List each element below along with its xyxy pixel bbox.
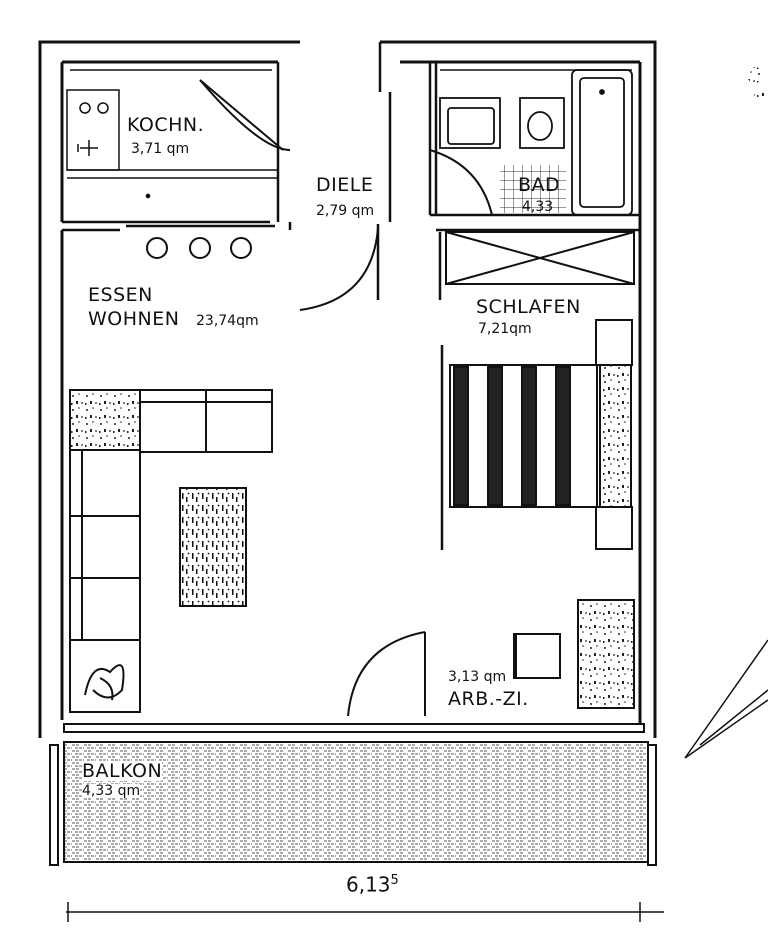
kitchen-counter: [66, 89, 278, 199]
diele-area: 2,79 qm: [316, 203, 375, 219]
door-wohnen: [299, 227, 379, 311]
width-dimension: 6,135: [346, 874, 399, 895]
essen-label: ESSEN: [88, 284, 153, 306]
dimension-line: [66, 902, 664, 922]
door-bad: [429, 149, 493, 216]
arbeit-area: 3,13 qm: [448, 669, 507, 685]
schlafen-area: 7,21qm: [478, 321, 532, 337]
kitchen-area: 3,71 qm: [131, 141, 190, 157]
balcony: [49, 723, 657, 866]
wohnen-area: 23,74qm: [196, 313, 259, 329]
door-diele: [199, 79, 291, 151]
north-arrow: [684, 639, 768, 759]
wardrobe: [445, 231, 635, 285]
width-superscript: 5: [390, 873, 399, 888]
wohnen-label: WOHNEN: [88, 308, 180, 330]
coffee-table: [179, 487, 247, 607]
door-balkon: [347, 631, 426, 717]
paper-stain: [747, 67, 766, 101]
exterior-walls: [38, 40, 657, 738]
balkon-label: BALKON: [82, 760, 163, 782]
bad-label: BAD: [518, 174, 561, 196]
bathroom: [439, 69, 633, 216]
desk: [513, 599, 635, 709]
bad-area: 4,33: [522, 199, 554, 215]
schlafen-label: SCHLAFEN: [476, 296, 581, 318]
dining-lamps: [146, 237, 252, 259]
arbeit-label: ARB.-ZI.: [448, 688, 529, 710]
width-value: 6,13: [346, 872, 391, 897]
interior-walls: [62, 42, 640, 550]
balkon-area: 4,33 qm: [82, 783, 141, 799]
bed: [449, 319, 633, 550]
plant: [69, 639, 141, 713]
kitchen-label: KOCHN.: [127, 114, 205, 136]
diele-label: DIELE: [316, 174, 374, 196]
